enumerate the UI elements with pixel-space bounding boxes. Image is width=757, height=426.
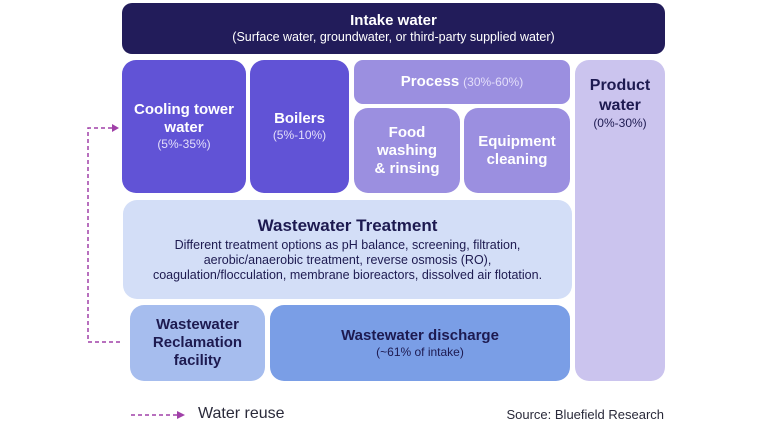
wastewater-discharge-box: Wastewater discharge (~61% of intake) — [270, 305, 570, 381]
source-note: Source: Bluefield Research — [506, 407, 664, 422]
product-title: Product water — [589, 77, 651, 114]
discharge-title: Wastewater discharge — [341, 326, 499, 344]
reclamation-title: Wastewater Reclamation facility — [152, 316, 243, 369]
boilers-box: Boilers (5%-10%) — [250, 60, 349, 193]
product-water-box: Product water (0%-30%) — [575, 60, 665, 381]
boilers-share: (5%-10%) — [272, 128, 327, 142]
wastewater-treatment-box: Wastewater Treatment Different treatment… — [123, 200, 572, 299]
intake-title: Intake water — [350, 12, 437, 29]
food-washing-box: Food washing & rinsing — [354, 108, 460, 193]
process-share: (30%-60%) — [463, 74, 524, 89]
cooling-tower-box: Cooling tower water (5%-35%) — [122, 60, 246, 193]
food-title: Food washing & rinsing — [374, 123, 440, 177]
process-title: Process — [400, 73, 460, 90]
legend-water-reuse: Water reuse — [198, 405, 285, 422]
equipment-cleaning-box: Equipment cleaning — [464, 108, 570, 193]
product-share: (0%-30%) — [593, 116, 647, 130]
boilers-title: Boilers — [274, 110, 325, 127]
treatment-description: Different treatment options as pH balanc… — [152, 238, 543, 282]
equipment-title: Equipment cleaning — [478, 132, 556, 168]
reclamation-facility-box: Wastewater Reclamation facility — [130, 305, 265, 381]
cooling-share: (5%-35%) — [157, 137, 211, 151]
treatment-title: Wastewater Treatment — [257, 216, 438, 235]
intake-water-box: Intake water (Surface water, groundwater… — [122, 3, 665, 54]
discharge-share: (~61% of intake) — [376, 344, 464, 359]
process-box: Process (30%-60%) — [354, 60, 570, 104]
cooling-title: Cooling tower water — [134, 101, 234, 136]
intake-subtitle: (Surface water, groundwater, or third-pa… — [232, 30, 555, 44]
